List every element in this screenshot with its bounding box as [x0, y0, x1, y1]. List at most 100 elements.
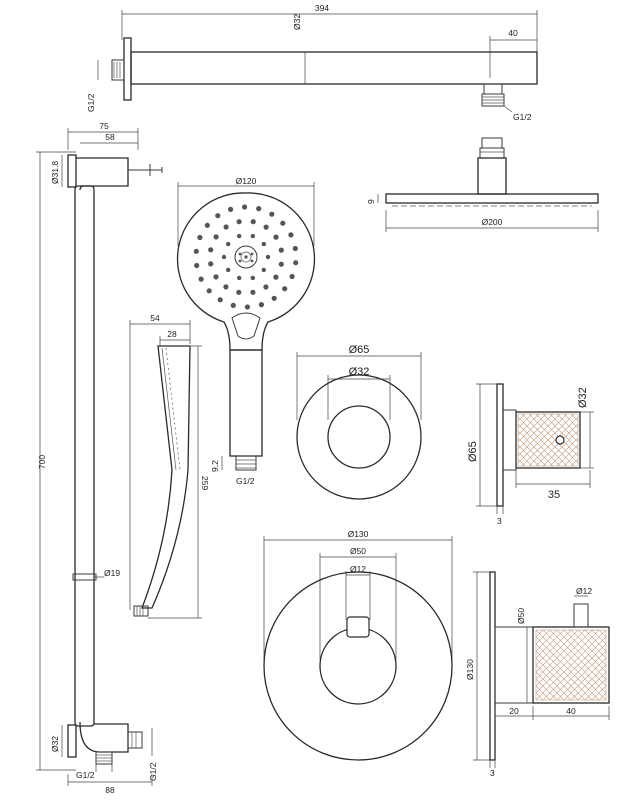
nozzle-dot	[280, 220, 286, 226]
knurl-line	[591, 629, 607, 645]
handshower-side-w54-label: 54	[150, 313, 160, 323]
knurl-line	[570, 664, 607, 701]
mixer-knurl-pattern	[535, 629, 607, 701]
knurl-line	[570, 629, 607, 666]
knurl-line	[517, 437, 547, 467]
rail-top-w58-label: 58	[105, 132, 115, 142]
knurl-line	[549, 643, 607, 701]
handshower-nozzles	[193, 204, 299, 310]
knurl-line	[577, 671, 607, 701]
nozzle-dot	[250, 219, 256, 225]
knurl-line	[517, 458, 526, 467]
stop-height-label: Ø65	[467, 441, 479, 462]
stop-knurl-pattern	[517, 413, 579, 467]
nozzle-dot	[242, 204, 248, 210]
shower-arm-view: 394 40 Ø32 G1/2 G1/2	[86, 3, 538, 122]
knurl-line	[556, 629, 607, 680]
nozzle-dot	[226, 241, 231, 247]
nozzle-dot	[250, 275, 255, 281]
nozzle-dot	[269, 211, 275, 217]
hand-shower-side-view: 54 28 259	[129, 313, 210, 619]
mixer-lever-label: Ø12	[350, 564, 366, 574]
nozzle-dot	[293, 260, 299, 266]
mixer-side-lever-label: Ø12	[576, 586, 592, 596]
mixer-plate-label: Ø130	[348, 529, 369, 539]
stop-valve-side-view: Ø65 Ø32 35 3	[467, 383, 594, 526]
rosette-inner-label: Ø32	[349, 366, 370, 378]
knurl-line	[584, 629, 607, 652]
nozzle-dot	[258, 302, 264, 308]
knurl-line	[517, 430, 554, 467]
knurl-line	[517, 413, 526, 422]
nozzle-dot	[228, 206, 234, 212]
nozzle-dot	[223, 284, 229, 290]
rail-bottom-thread-left-label: G1/2	[76, 770, 95, 780]
knurl-line	[563, 451, 579, 467]
stop-depth-label: 35	[548, 489, 560, 501]
rail-bottom-thread-right-label: G1/2	[148, 762, 158, 781]
knurl-line	[556, 444, 579, 467]
handshower-length-label: 259	[200, 476, 210, 490]
nozzle-dot	[198, 276, 204, 282]
mixer-side-height-label: Ø130	[465, 659, 475, 680]
mixer-body-label: Ø50	[350, 546, 366, 556]
knurl-line	[584, 678, 607, 701]
knurl-line	[517, 451, 533, 467]
nozzle-dot	[278, 247, 284, 253]
nozzle-dot	[197, 234, 203, 241]
nozzle-dot	[288, 232, 294, 238]
rosette-front-view: Ø65 Ø32	[296, 344, 422, 500]
nozzle-dot	[278, 261, 284, 267]
arm-thread-right-label: G1/2	[513, 112, 532, 122]
nozzle-dot	[208, 261, 214, 267]
nozzle-dot	[236, 219, 242, 225]
nozzle-dot	[230, 302, 236, 308]
rail-length-label: 700	[37, 455, 47, 469]
nozzle-dot	[261, 267, 266, 273]
rail-top-dia-label: Ø31.8	[50, 161, 60, 184]
rosette-outer-label: Ø65	[349, 344, 370, 356]
nozzle-dot	[273, 274, 279, 280]
rail-tube-dia-label: Ø19	[104, 568, 120, 578]
knurl-line	[570, 458, 579, 467]
knurl-line	[549, 629, 607, 687]
knurl-line	[517, 413, 554, 450]
nozzle-dot	[292, 245, 298, 252]
head-dia-label: Ø200	[482, 217, 503, 227]
knurl-line	[598, 629, 607, 638]
handshower-dia-label: Ø120	[236, 176, 257, 186]
mixer-depth-20-label: 20	[509, 706, 519, 716]
nozzle-dot	[204, 222, 210, 228]
nozzle-dot	[237, 233, 242, 239]
knurl-line	[542, 430, 579, 467]
knurl-line	[598, 692, 607, 701]
knurl-line	[517, 413, 533, 429]
knurl-line	[542, 413, 579, 450]
nozzle-dot	[194, 262, 200, 269]
knurl-line	[517, 423, 561, 467]
shower-head-view: 9 Ø200	[366, 137, 599, 232]
stop-knob-label: Ø32	[577, 387, 589, 408]
knurl-line	[549, 413, 579, 443]
knurl-line	[528, 416, 579, 467]
nozzle-dot	[193, 248, 199, 254]
nozzle-dot	[226, 267, 231, 273]
arm-length-label: 394	[315, 3, 329, 13]
nozzle-dot	[236, 289, 242, 295]
handshower-nozzle-label: 9.2	[210, 460, 220, 472]
nozzle-dot	[263, 224, 269, 230]
knurl-line	[563, 657, 607, 701]
knurl-line	[535, 629, 607, 701]
nozzle-dot	[221, 254, 227, 260]
nozzle-dot	[261, 241, 266, 247]
nozzle-dot	[265, 254, 271, 260]
knurl-line	[528, 413, 579, 464]
knurl-line	[517, 413, 568, 464]
head-thickness-label: 9	[366, 199, 376, 204]
nozzle-dot	[282, 286, 288, 292]
nozzle-dot	[289, 273, 295, 280]
nozzle-dot	[223, 224, 229, 230]
knurl-line	[577, 629, 607, 659]
knurl-line	[517, 413, 547, 443]
stop-plate-label: 3	[497, 516, 502, 526]
